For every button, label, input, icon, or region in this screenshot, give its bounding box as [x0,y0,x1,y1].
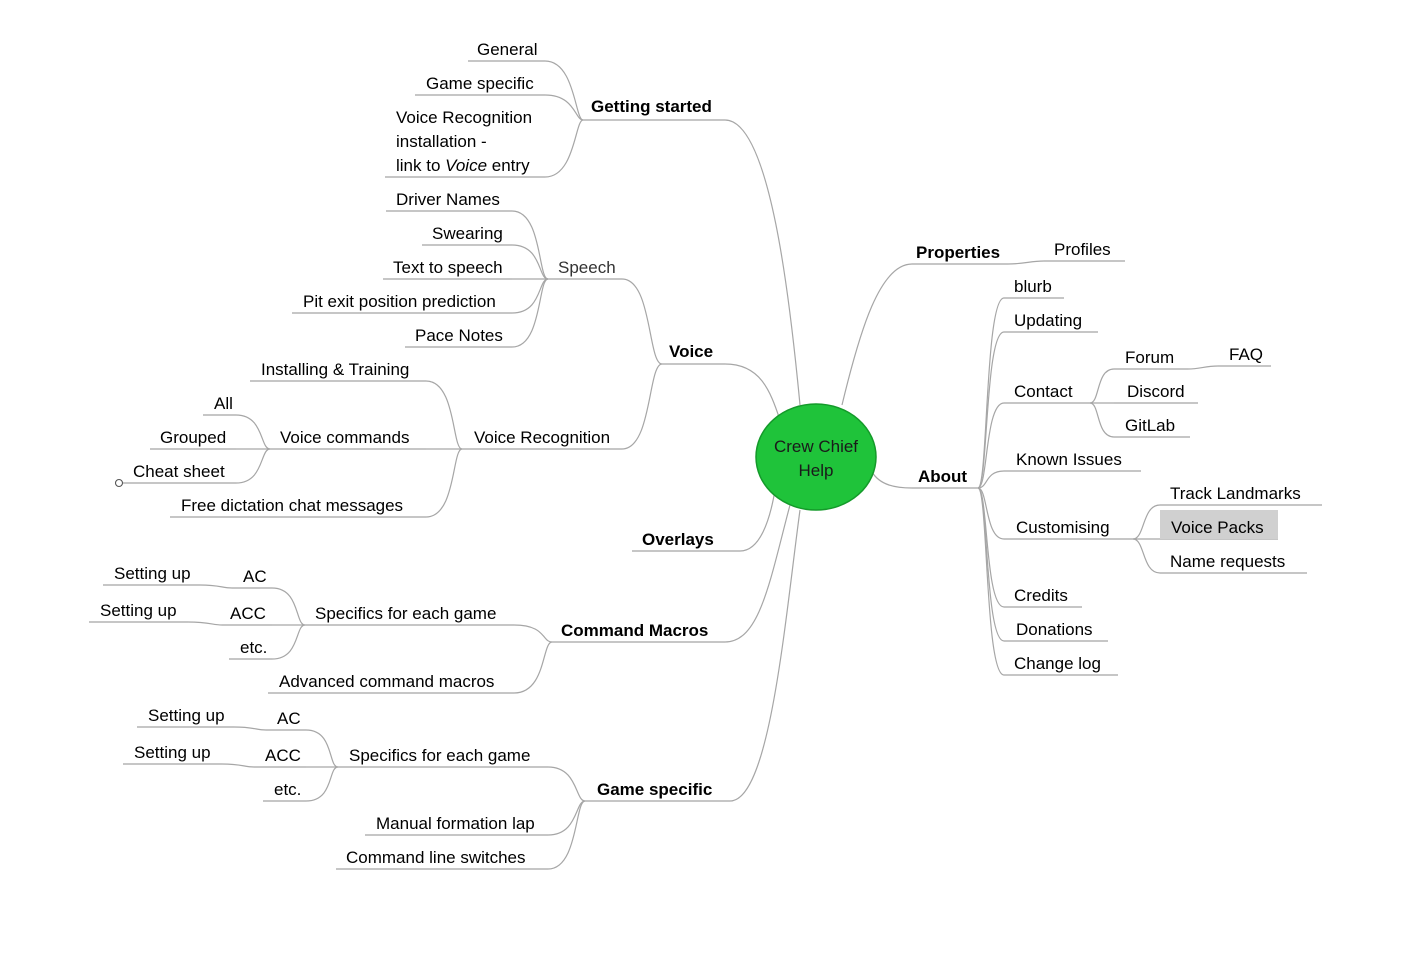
node-gs-setup-ac[interactable]: Setting up [148,706,225,725]
node-forum[interactable]: Forum [1125,348,1174,367]
center-title-line1: Crew Chief [774,437,858,456]
node-track-landmarks[interactable]: Track Landmarks [1170,484,1301,503]
node-gitlab[interactable]: GitLab [1125,416,1175,435]
node-cmd-switches[interactable]: Command line switches [346,848,526,867]
node-overlays[interactable]: Overlays [642,530,714,549]
vr-install-entry: entry [487,156,530,175]
node-properties[interactable]: Properties [916,243,1000,262]
node-cm-etc[interactable]: etc. [240,638,267,657]
node-donations[interactable]: Donations [1016,620,1093,639]
node-pace-notes[interactable]: Pace Notes [415,326,503,345]
node-name-requests[interactable]: Name requests [1170,552,1285,571]
node-all[interactable]: All [214,394,233,413]
node-text-to-speech[interactable]: Text to speech [393,258,503,277]
node-change-log[interactable]: Change log [1014,654,1101,673]
node-voice[interactable]: Voice [669,342,713,361]
node-cm-ac[interactable]: AC [243,567,267,586]
node-contact[interactable]: Contact [1014,382,1073,401]
node-getting-started[interactable]: Getting started [591,97,712,116]
node-cheat-sheet[interactable]: Cheat sheet [133,462,225,481]
node-command-macros[interactable]: Command Macros [561,621,708,640]
node-driver-names[interactable]: Driver Names [396,190,500,209]
node-free-dictation[interactable]: Free dictation chat messages [181,496,403,515]
node-game-specific-gs[interactable]: Game specific [426,74,534,93]
node-game-specific[interactable]: Game specific [597,780,712,799]
node-gs-setup-acc[interactable]: Setting up [134,743,211,762]
node-faq[interactable]: FAQ [1229,345,1263,364]
node-cm-specifics[interactable]: Specifics for each game [315,604,496,623]
node-vr-install-line1[interactable]: Voice Recognition [396,108,532,127]
node-advanced-macros[interactable]: Advanced command macros [279,672,494,691]
node-gs-acc[interactable]: ACC [265,746,301,765]
node-credits[interactable]: Credits [1014,586,1068,605]
node-updating[interactable]: Updating [1014,311,1082,330]
center-title-line2: Help [799,461,834,480]
node-voice-commands[interactable]: Voice commands [280,428,409,447]
collapse-marker-icon[interactable] [114,478,124,488]
node-gs-specifics[interactable]: Specifics for each game [349,746,530,765]
node-known-issues[interactable]: Known Issues [1016,450,1122,469]
node-installing-training[interactable]: Installing & Training [261,360,409,379]
node-general[interactable]: General [477,40,537,59]
node-gs-etc[interactable]: etc. [274,780,301,799]
voice-packs-highlight [1160,510,1278,539]
right-branches: Properties Profiles About blurb Updating… [916,240,1301,673]
node-profiles[interactable]: Profiles [1054,240,1111,259]
node-grouped[interactable]: Grouped [160,428,226,447]
node-pit-exit[interactable]: Pit exit position prediction [303,292,496,311]
node-cm-setup-acc[interactable]: Setting up [100,601,177,620]
center-ellipse [755,403,877,511]
node-cm-acc[interactable]: ACC [230,604,266,623]
node-speech[interactable]: Speech [558,258,616,277]
node-about[interactable]: About [918,467,967,486]
vr-install-link-to: link to [396,156,445,175]
node-discord[interactable]: Discord [1127,382,1185,401]
node-gs-ac[interactable]: AC [277,709,301,728]
node-cm-setup-ac[interactable]: Setting up [114,564,191,583]
node-customising[interactable]: Customising [1016,518,1110,537]
left-branches: Getting started General Game specific Vo… [100,40,714,867]
node-voice-packs[interactable]: Voice Packs [1171,518,1264,537]
connectors [187,60,1219,870]
node-swearing[interactable]: Swearing [432,224,503,243]
center-node[interactable]: Crew Chief Help [755,403,877,511]
vr-install-voice-italic: Voice [445,156,487,175]
node-vr-install-line2[interactable]: installation - [396,132,487,151]
node-vr-install-line3[interactable]: link to Voice entry [396,156,530,175]
node-voice-recognition[interactable]: Voice Recognition [474,428,610,447]
node-manual-formation[interactable]: Manual formation lap [376,814,535,833]
node-blurb[interactable]: blurb [1014,277,1052,296]
